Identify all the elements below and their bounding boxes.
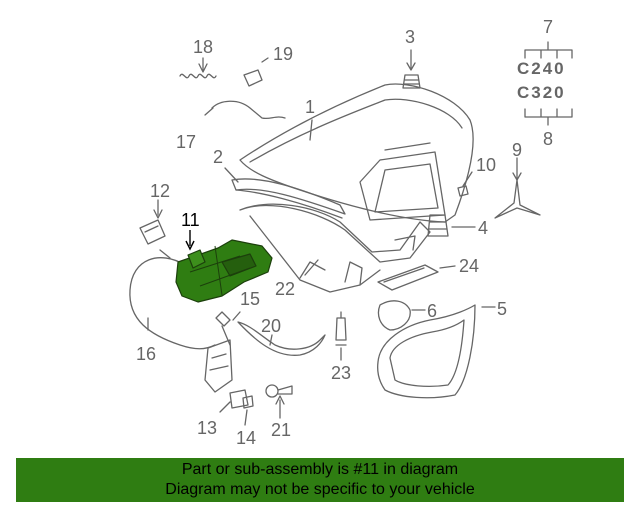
clip-10	[457, 171, 473, 197]
callout-10[interactable]: 10	[476, 155, 497, 175]
release-cable	[129, 257, 216, 350]
banner-line-1: Part or sub-assembly is #11 in diagram	[181, 461, 459, 478]
callout-15[interactable]: 15	[240, 289, 261, 309]
callout-18[interactable]: 18	[193, 37, 214, 57]
callout-23[interactable]: 23	[331, 363, 352, 383]
license-plate-trim	[377, 304, 496, 399]
switch-12	[139, 199, 166, 245]
callout-2[interactable]: 2	[213, 147, 224, 167]
callout-24[interactable]: 24	[459, 256, 480, 276]
handle-24	[377, 264, 456, 291]
callout-11[interactable]: 11	[181, 210, 200, 230]
callout-21[interactable]: 21	[271, 420, 292, 440]
strut-bracket	[237, 321, 326, 356]
lock-mechanism	[204, 339, 254, 426]
callout-12[interactable]: 12	[150, 181, 171, 201]
bolt-15	[215, 311, 241, 346]
bracket-19	[243, 57, 269, 87]
emblem-c320: C320	[517, 83, 566, 102]
parts-diagram	[129, 41, 573, 426]
trunk-lock-actuator-part-11	[175, 239, 273, 303]
callout-20[interactable]: 20	[261, 316, 282, 336]
callout-4[interactable]: 4	[478, 218, 489, 238]
screw-21	[265, 384, 293, 419]
callout-16[interactable]: 16	[136, 344, 157, 364]
trunk-lid	[239, 83, 474, 223]
rod-17	[204, 100, 286, 120]
trunk-seal	[231, 178, 346, 215]
callout-13[interactable]: 13	[197, 418, 218, 438]
callout-8[interactable]: 8	[543, 129, 554, 149]
rubber-buffer	[427, 214, 476, 237]
bump-stop	[402, 49, 421, 89]
callout-5[interactable]: 5	[497, 299, 508, 319]
info-banner: Part or sub-assembly is #11 in diagram D…	[16, 458, 624, 502]
callout-19[interactable]: 19	[273, 44, 294, 64]
callout-1[interactable]: 1	[305, 97, 316, 117]
badge	[377, 300, 411, 331]
callout-9[interactable]: 9	[512, 140, 523, 160]
callout-22[interactable]: 22	[275, 279, 296, 299]
callout-17[interactable]: 17	[176, 132, 197, 152]
callout-14[interactable]: 14	[236, 428, 257, 448]
callout-6[interactable]: 6	[427, 301, 438, 321]
emblem-c240: C240	[517, 59, 566, 78]
spring-18	[179, 57, 217, 79]
callout-7[interactable]: 7	[543, 17, 554, 37]
callout-3[interactable]: 3	[405, 27, 416, 47]
pin-23	[335, 311, 347, 361]
inner-panel	[239, 203, 431, 293]
star-emblem	[494, 157, 541, 219]
banner-line-2: Diagram may not be specific to your vehi…	[165, 481, 475, 498]
